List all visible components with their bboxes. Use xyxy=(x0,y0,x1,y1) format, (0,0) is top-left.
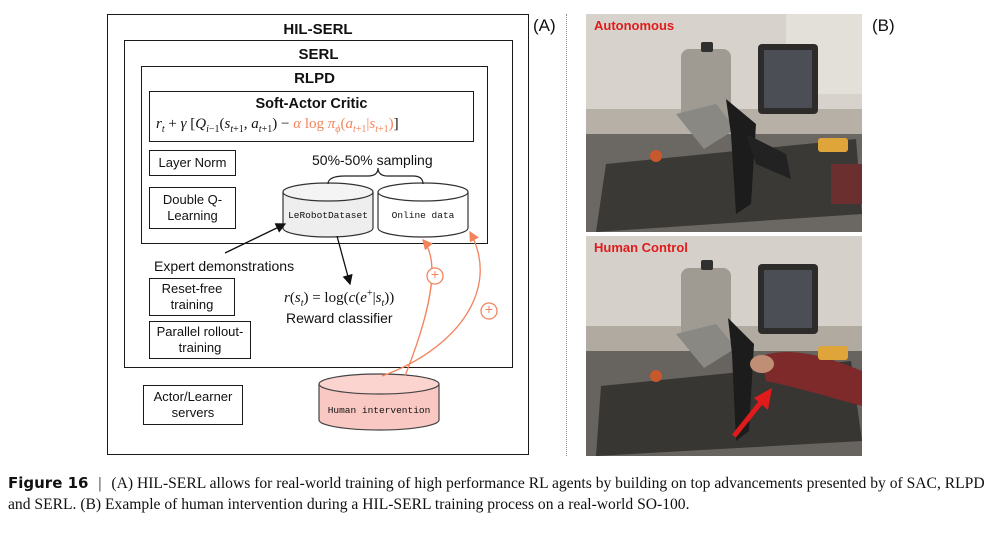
autonomous-label: Autonomous xyxy=(594,18,675,33)
human-intervention-label: Human intervention xyxy=(327,405,431,416)
rlpd-title: RLPD xyxy=(294,70,335,87)
panel-b-label: (B) xyxy=(872,16,895,35)
intervention-curve-right xyxy=(381,230,481,377)
online-data-cylinder xyxy=(377,182,469,238)
parallel-rollout-label: Parallel rollout- training xyxy=(156,324,244,355)
sampling-brace xyxy=(327,167,424,185)
layer-norm-label: Layer Norm xyxy=(158,155,227,170)
double-q-box: Double Q- Learning xyxy=(149,187,236,229)
reset-free-label: Reset-free training xyxy=(161,281,223,312)
reward-arrow xyxy=(336,235,353,286)
reset-free-box: Reset-free training xyxy=(149,278,235,316)
intervention-curve-left xyxy=(404,239,433,377)
plus-circle-right xyxy=(480,302,498,320)
sac-equation: rt + γ [Qi−1(st+1, at+1) − α log πϕ(at+1… xyxy=(156,116,399,135)
autonomous-photo: Autonomous xyxy=(586,14,862,232)
actor-learner-box: Actor/Learner servers xyxy=(143,385,243,425)
plus-left: + xyxy=(430,266,440,282)
lerobot-dataset-label: LeRobotDataset xyxy=(288,210,368,221)
autonomous-scene xyxy=(586,14,862,232)
sac-title: Soft-Actor Critic xyxy=(255,96,368,112)
caption-text: (A) HIL-SERL allows for real-world train… xyxy=(8,475,985,513)
serl-title: SERL xyxy=(298,46,339,63)
figure-number: Figure 16 xyxy=(8,474,89,492)
online-data-label: Online data xyxy=(391,210,455,221)
sampling-label: 50%-50% sampling xyxy=(312,152,433,168)
expert-arrow xyxy=(224,223,287,254)
human-control-photo: Human Control xyxy=(586,236,862,456)
panel-divider xyxy=(566,14,567,456)
actor-learner-label: Actor/Learner servers xyxy=(153,389,233,420)
parallel-rollout-box: Parallel rollout- training xyxy=(149,321,251,359)
caption-separator: | xyxy=(98,475,102,492)
plus-circle-left xyxy=(426,267,444,285)
human-control-label: Human Control xyxy=(594,240,688,255)
human-control-scene xyxy=(586,236,862,456)
layer-norm-box: Layer Norm xyxy=(149,150,236,176)
panel-a-label: (A) xyxy=(533,16,556,35)
hil-serl-title: HIL-SERL xyxy=(283,21,353,38)
reward-classifier-label: Reward classifier xyxy=(286,310,393,326)
reward-equation: r(st) = log(c(e+|st)) xyxy=(284,288,395,309)
plus-right: + xyxy=(484,301,494,317)
diagram-graphics xyxy=(224,167,498,431)
lerobot-dataset-cylinder xyxy=(282,182,374,238)
expert-demonstrations-label: Expert demonstrations xyxy=(154,258,295,274)
sac-box: Soft-Actor Critic rt + γ [Qi−1(st+1, at+… xyxy=(149,91,474,142)
human-intervention-cylinder xyxy=(318,373,440,431)
figure-caption: Figure 16 | (A) HIL-SERL allows for real… xyxy=(8,473,1002,515)
double-q-label: Double Q- Learning xyxy=(162,192,223,223)
